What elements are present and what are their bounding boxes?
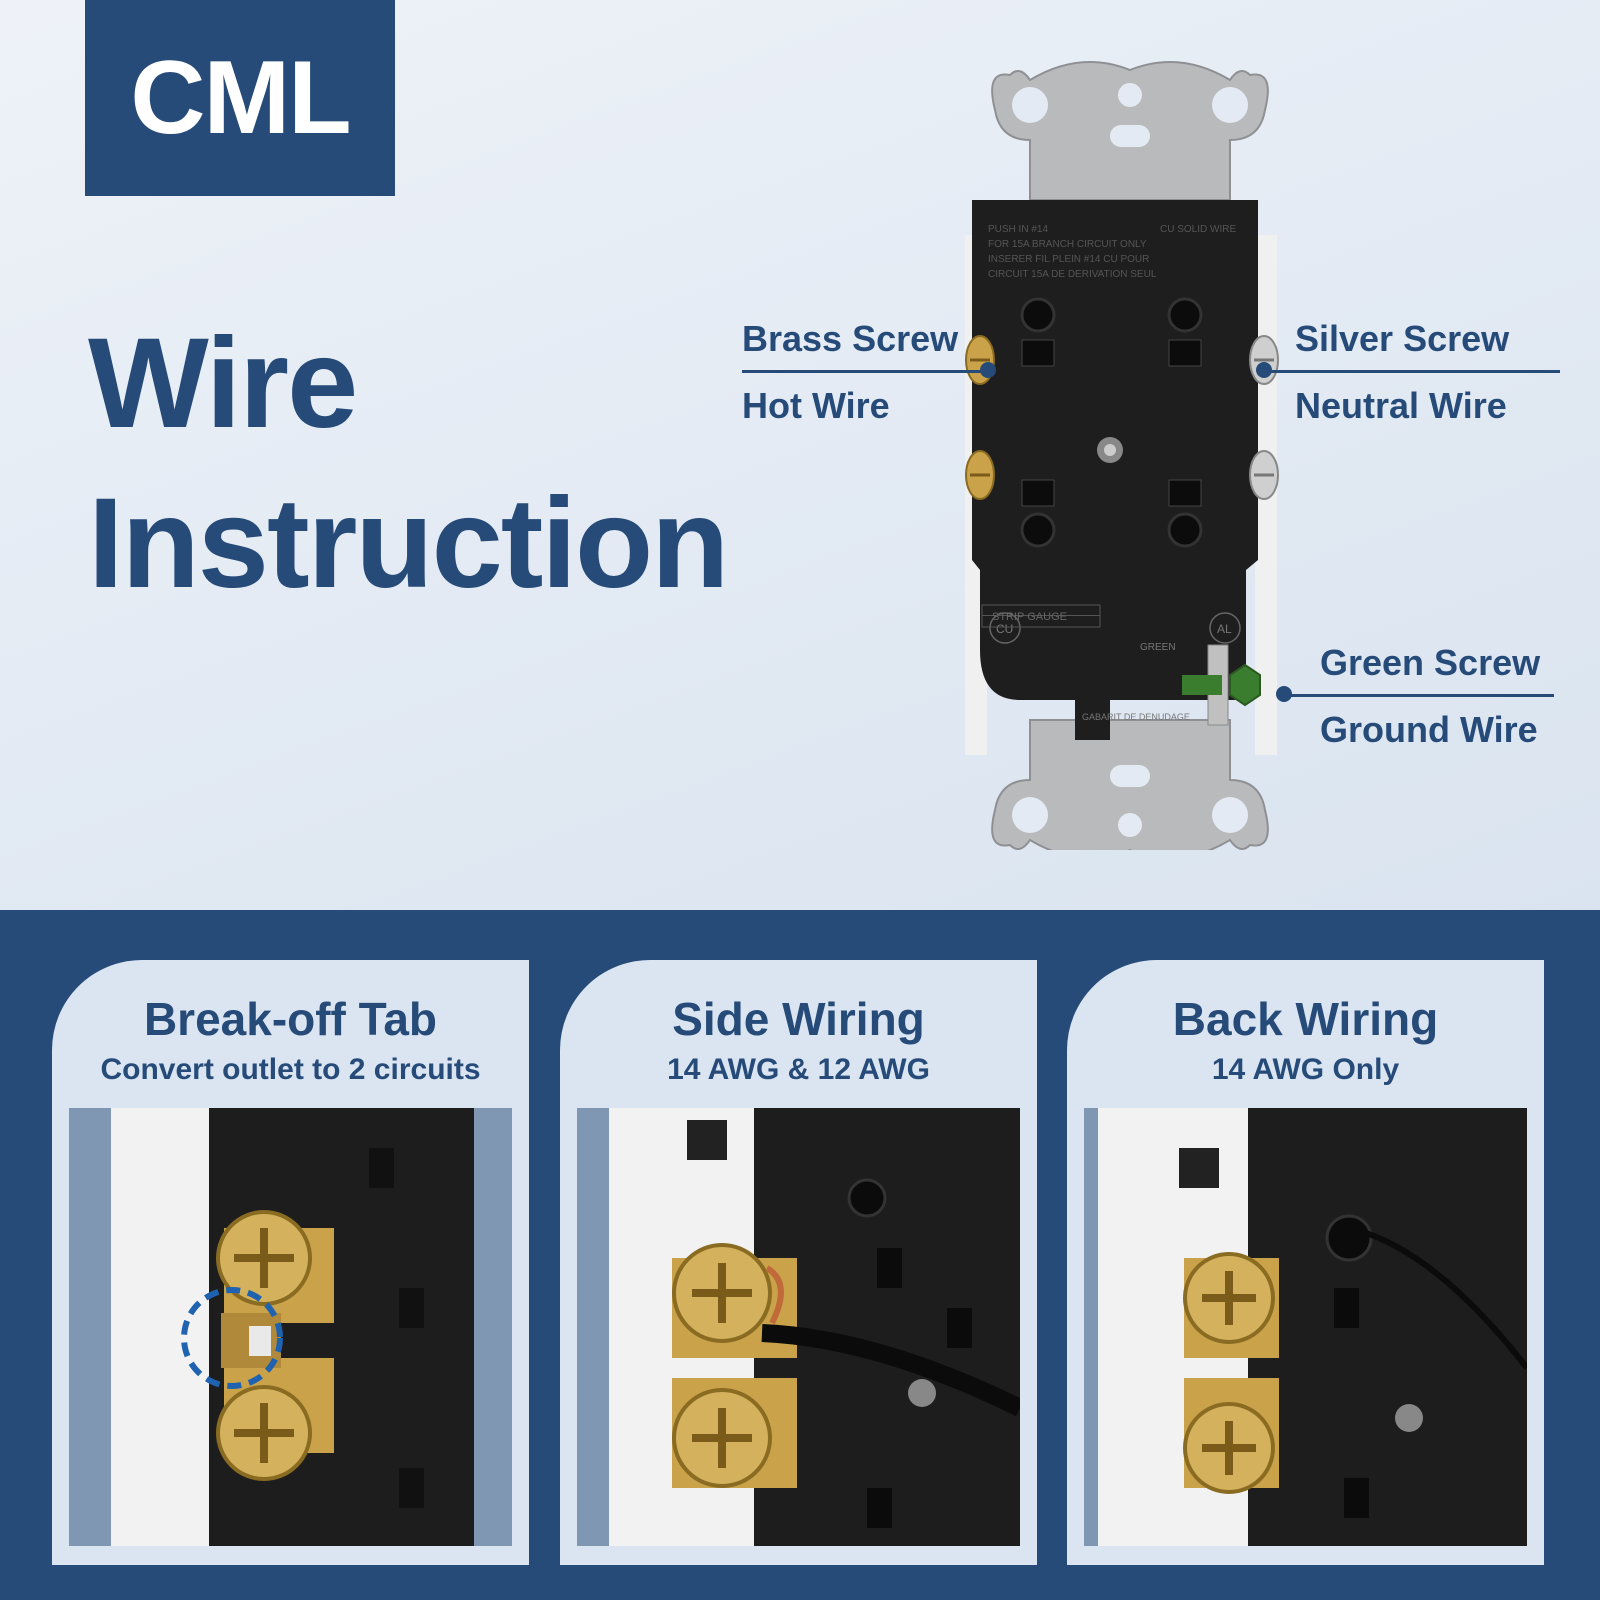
callout-green-subtitle: Ground Wire	[1320, 709, 1538, 750]
callout-brass-title: Brass Screw	[742, 318, 959, 359]
outlet-cu-mark: CU	[996, 622, 1013, 636]
callout-silver-title: Silver Screw	[1295, 318, 1510, 359]
side-wiring-photo	[577, 1108, 1020, 1546]
panel-side-wiring: Side Wiring 14 AWG & 12 AWG	[560, 960, 1037, 1565]
silver-pointer-dot	[1256, 362, 1272, 378]
panel-subtitle: 14 AWG Only	[1211, 1053, 1400, 1086]
brass-screw-bottom	[965, 450, 995, 500]
brand-logo: CML	[85, 0, 395, 196]
break-off-tab-highlight-ring	[181, 1287, 283, 1389]
panel-title: Side Wiring	[672, 993, 925, 1045]
back-wiring-photo	[1084, 1108, 1527, 1546]
outlet-strip-gauge: STRIP GAUGE	[992, 611, 1067, 623]
panel-back-wiring: Back Wiring 14 AWG Only	[1067, 960, 1544, 1565]
outlet-label-5: CIRCUIT 15A DE DERIVATION SEUL	[988, 269, 1157, 280]
outlet-label-1: PUSH IN #14	[988, 224, 1048, 235]
callout-green-line	[1284, 694, 1554, 697]
callout-brass-line	[742, 370, 988, 373]
break-off-tab-photo	[69, 1108, 512, 1546]
brass-pointer-dot	[980, 362, 996, 378]
callout-silver-line	[1270, 370, 1560, 373]
headline-line2: Instruction	[88, 472, 729, 615]
callout-brass: Brass Screw Hot Wire	[742, 318, 988, 427]
callout-brass-subtitle: Hot Wire	[742, 385, 890, 426]
headline-line1: Wire	[88, 312, 358, 455]
panel-break-off-tab: Break-off Tab Convert outlet to 2 circui…	[52, 960, 529, 1565]
panel-title: Break-off Tab	[143, 993, 438, 1045]
outlet-label-3: FOR 15A BRANCH CIRCUIT ONLY	[988, 239, 1147, 250]
outlet-back-illustration: PUSH IN #14 CU SOLID WIRE FOR 15A BRANCH…	[965, 61, 1279, 850]
outlet-gabarit: GABARIT DE DENUDAGE	[1082, 712, 1190, 722]
outlet-label-2: CU SOLID WIRE	[1160, 224, 1236, 235]
callout-green-title: Green Screw	[1320, 642, 1541, 683]
callout-silver-subtitle: Neutral Wire	[1295, 385, 1507, 426]
panel-title: Back Wiring	[1172, 993, 1439, 1045]
callout-green: Green Screw Ground Wire	[1284, 642, 1554, 751]
outlet-green-label: GREEN	[1140, 642, 1176, 653]
brand-logo-text: CML	[130, 39, 351, 156]
silver-screw-bottom	[1249, 450, 1279, 500]
panel-subtitle: Convert outlet to 2 circuits	[100, 1053, 481, 1086]
panel-subtitle: 14 AWG & 12 AWG	[667, 1053, 930, 1086]
green-screw	[1182, 644, 1261, 726]
outlet-label-4: INSERER FIL PLEIN #14 CU POUR	[988, 254, 1149, 265]
outlet-al-mark: AL	[1217, 622, 1232, 636]
callout-silver: Silver Screw Neutral Wire	[1264, 318, 1560, 427]
